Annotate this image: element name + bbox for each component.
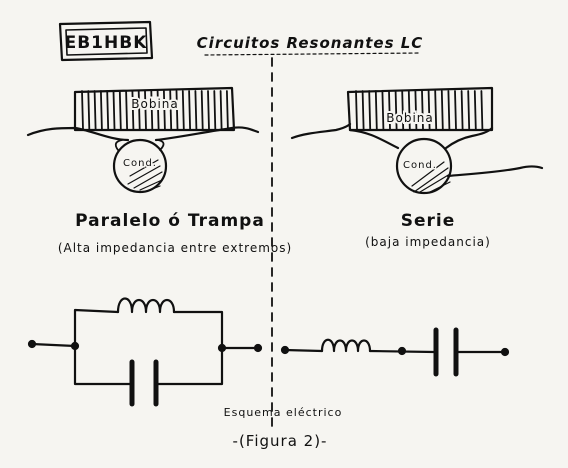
schematic-label: Esquema eléctrico (224, 406, 343, 419)
coil-winding (473, 90, 477, 130)
coil-winding (175, 90, 179, 130)
coil-winding (381, 90, 385, 130)
coil-winding (219, 90, 223, 130)
coil-winding (163, 90, 166, 130)
coil-winding (137, 90, 141, 130)
parallel-capacitor (112, 138, 168, 194)
coil-winding (401, 90, 405, 130)
coil-winding (454, 90, 457, 130)
series-capacitor (395, 137, 453, 195)
coil-winding (100, 90, 103, 130)
coil-winding (467, 90, 471, 130)
series-cap-label: Cond. (403, 160, 437, 171)
coil-winding (368, 90, 372, 130)
coil-winding (361, 90, 365, 130)
coil-winding (81, 90, 84, 130)
title-underline (204, 52, 421, 56)
coil-winding (156, 90, 160, 130)
series-schematic (280, 327, 510, 377)
parallel-schematic (27, 297, 263, 407)
coil-winding (207, 90, 210, 130)
coil-winding (440, 90, 444, 130)
series-note: (baja impedancia) (365, 235, 491, 249)
coil-winding (374, 90, 378, 130)
series-coil-label: Bobina (386, 111, 433, 125)
coil-winding (434, 90, 438, 130)
parallel-coil (73, 86, 236, 132)
coil-winding (150, 90, 154, 130)
coil-winding (144, 90, 147, 130)
coil-winding (407, 90, 411, 130)
parallel-cap-label: Cond. (123, 158, 157, 169)
callsign: EB1HBK (65, 33, 148, 53)
coil-winding (131, 90, 135, 130)
callsign-box (58, 20, 154, 62)
coil-winding (169, 90, 173, 130)
coil-winding (394, 90, 398, 130)
coil-winding (213, 90, 217, 130)
coil-winding (106, 90, 110, 130)
series-coil (346, 86, 494, 132)
coil-winding (200, 90, 204, 130)
coil-winding (355, 90, 358, 130)
series-lead-out (446, 165, 544, 178)
coil-winding (181, 90, 185, 130)
coil-winding (480, 90, 484, 130)
series-coil-to-cap (348, 128, 400, 150)
coil-winding (447, 90, 451, 130)
parallel-note: (Alta impedancia entre extremos) (58, 241, 292, 255)
coil-winding (93, 90, 97, 130)
figure-label: -(Figura 2)- (233, 432, 328, 450)
series-cap-to-coil (444, 126, 494, 150)
coil-winding (87, 90, 91, 130)
coil-winding (188, 90, 191, 130)
coil-winding (194, 90, 198, 130)
coil-winding (388, 90, 391, 130)
page-title: Circuitos Resonantes LC (197, 34, 424, 52)
parallel-coil-label: Bobina (131, 97, 178, 111)
parallel-lead-left (26, 126, 130, 142)
coil-winding (226, 90, 229, 130)
series-name: Serie (401, 211, 456, 231)
coil-winding (125, 90, 128, 130)
coil-winding (414, 90, 418, 130)
coil-winding (427, 90, 431, 130)
series-lead-in (290, 122, 352, 140)
parallel-lead-right (154, 126, 260, 142)
coil-winding (118, 90, 122, 130)
coil-winding (112, 90, 116, 130)
parallel-name: Paralelo ó Trampa (75, 211, 265, 231)
coil-winding (460, 90, 464, 130)
coil-winding (421, 90, 424, 130)
